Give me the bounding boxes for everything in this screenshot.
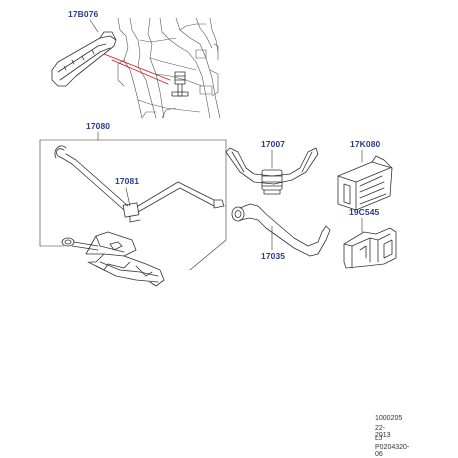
reference-line-2: 22-2013 [375,425,391,439]
strap-17007 [225,147,319,195]
part-label-19c545: 19C545 [349,207,380,217]
scissor-jack [61,231,165,287]
mounting-bolt [171,71,189,97]
wheel-wrench-17035 [231,203,331,257]
retainer-19C545 [343,217,397,269]
pointer-lines [103,53,171,85]
group-outline-17080 [39,131,227,271]
bracket-17B076 [51,19,117,87]
part-label-17035: 17035 [261,251,286,261]
part-label-17081: 17081 [115,176,140,186]
reference-line-4: P0204320-06 [375,444,410,458]
reference-line-1: 1000205 [375,415,403,422]
part-label-17k080: 17K080 [350,139,381,149]
part-label-17b076: 17B076 [68,9,99,19]
part-label-17080: 17080 [86,121,111,131]
wheel-brace-17081 [54,145,225,223]
part-label-17007: 17007 [261,139,286,149]
reference-line-3: LJ [375,435,383,442]
foam-block-17K080 [337,149,393,211]
vehicle-structure [117,17,221,119]
